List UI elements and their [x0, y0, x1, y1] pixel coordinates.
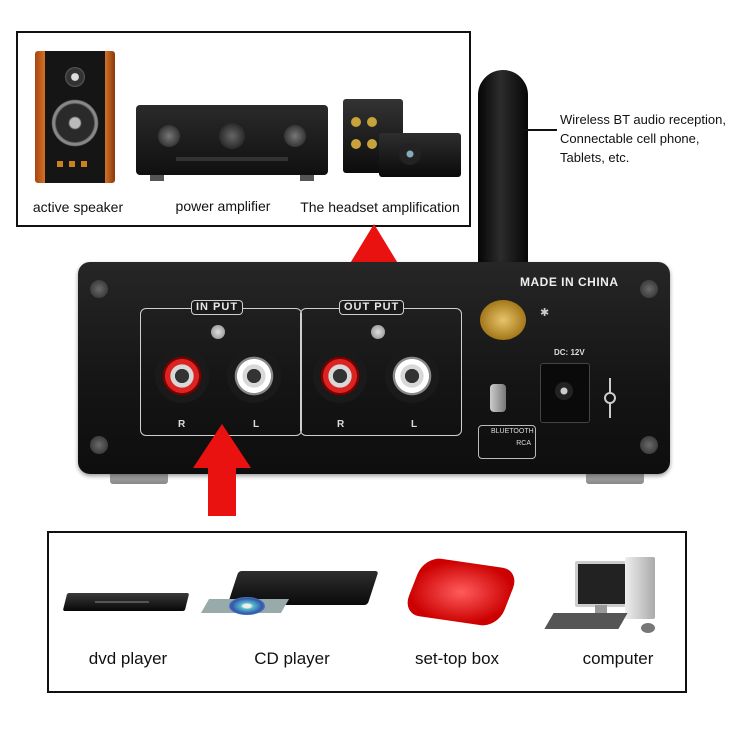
output-title: OUT PUT — [339, 300, 405, 315]
amplifier-icon — [136, 105, 328, 181]
bt-note-line: Connectable cell phone, — [560, 131, 700, 146]
screw-icon — [90, 436, 108, 454]
channel-label: R — [337, 419, 345, 430]
output-jack-r[interactable] — [313, 349, 367, 403]
input-title: IN PUT — [191, 300, 244, 315]
headphone-amp-icon — [343, 99, 461, 181]
channel-label: L — [411, 419, 418, 430]
screw-icon — [640, 436, 658, 454]
computer-icon — [543, 553, 669, 643]
input-device-label: dvd player — [88, 649, 168, 668]
input-group: IN PUT R L — [140, 300, 302, 436]
speaker-icon — [35, 51, 115, 183]
screw-icon — [90, 280, 108, 298]
up-arrow-icon — [208, 466, 236, 516]
screw-icon — [371, 325, 385, 339]
channel-label: L — [253, 419, 260, 430]
output-device-label: active speaker — [32, 199, 124, 215]
bt-note-line: Tablets, etc. — [560, 150, 630, 165]
bt-note-line: Wireless BT audio reception, — [560, 112, 726, 127]
screw-icon — [640, 280, 658, 298]
up-arrow-head — [193, 424, 251, 468]
input-device-label: set-top box — [414, 649, 500, 668]
cd-player-icon — [200, 565, 379, 625]
output-device-label: The headset amplification — [300, 199, 460, 215]
channel-label: R — [178, 419, 186, 430]
bt-badge-top: BLUETOOTH — [491, 428, 534, 435]
output-group: OUT PUT R L — [300, 300, 462, 436]
bluetooth-icon: ✱ — [540, 307, 550, 319]
output-device-label: power amplifier — [175, 198, 271, 214]
input-mode-switch[interactable] — [490, 384, 506, 412]
callout-line — [521, 129, 557, 131]
screw-icon — [211, 325, 225, 339]
input-device-label: computer — [582, 649, 654, 668]
polarity-icon — [604, 378, 616, 418]
bt-note: Wireless BT audio reception, Connectable… — [560, 110, 750, 167]
bt-rca-badge: BLUETOOTH RCA — [478, 425, 536, 459]
bt-badge-bottom: RCA — [516, 440, 531, 447]
output-jack-l[interactable] — [385, 349, 439, 403]
set-top-box-icon — [402, 556, 523, 637]
input-jack-l[interactable] — [227, 349, 281, 403]
input-device-label: CD player — [254, 649, 330, 668]
made-in-label: MADE IN CHINA — [520, 275, 619, 289]
antenna-connector — [480, 300, 526, 340]
dc-power-jack[interactable] — [540, 363, 590, 423]
input-jack-r[interactable] — [155, 349, 209, 403]
input-devices-box: dvd player CD player set-top box compute… — [47, 531, 687, 693]
dc-label: DC: 12V — [554, 348, 585, 357]
output-devices-box: active speaker power amplifier The heads… — [16, 31, 471, 227]
dvd-player-icon — [62, 583, 190, 619]
